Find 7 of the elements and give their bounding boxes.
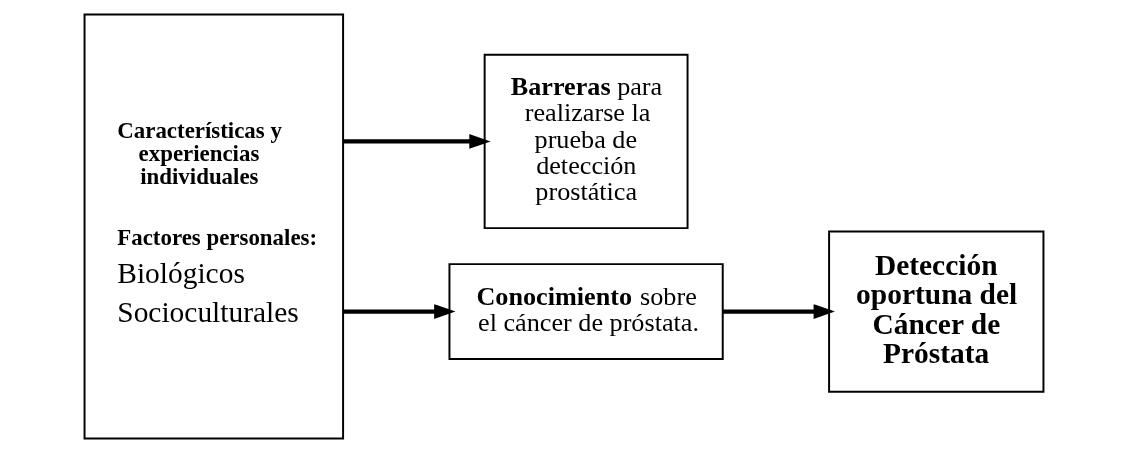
node-box: Detección oportuna del Cáncer de Próstata	[827, 230, 1044, 393]
node-box: Conocimiento sobre el cáncer de próstata.	[447, 263, 724, 361]
node-box: Barreras para realizarse la prueba de detección prostática	[483, 53, 689, 230]
arrow	[343, 304, 455, 320]
arrow	[722, 304, 835, 320]
arrow	[343, 133, 491, 149]
node-box: Características y experiencias individuales Factores personales: Biológicos Socioculturales	[83, 13, 344, 440]
